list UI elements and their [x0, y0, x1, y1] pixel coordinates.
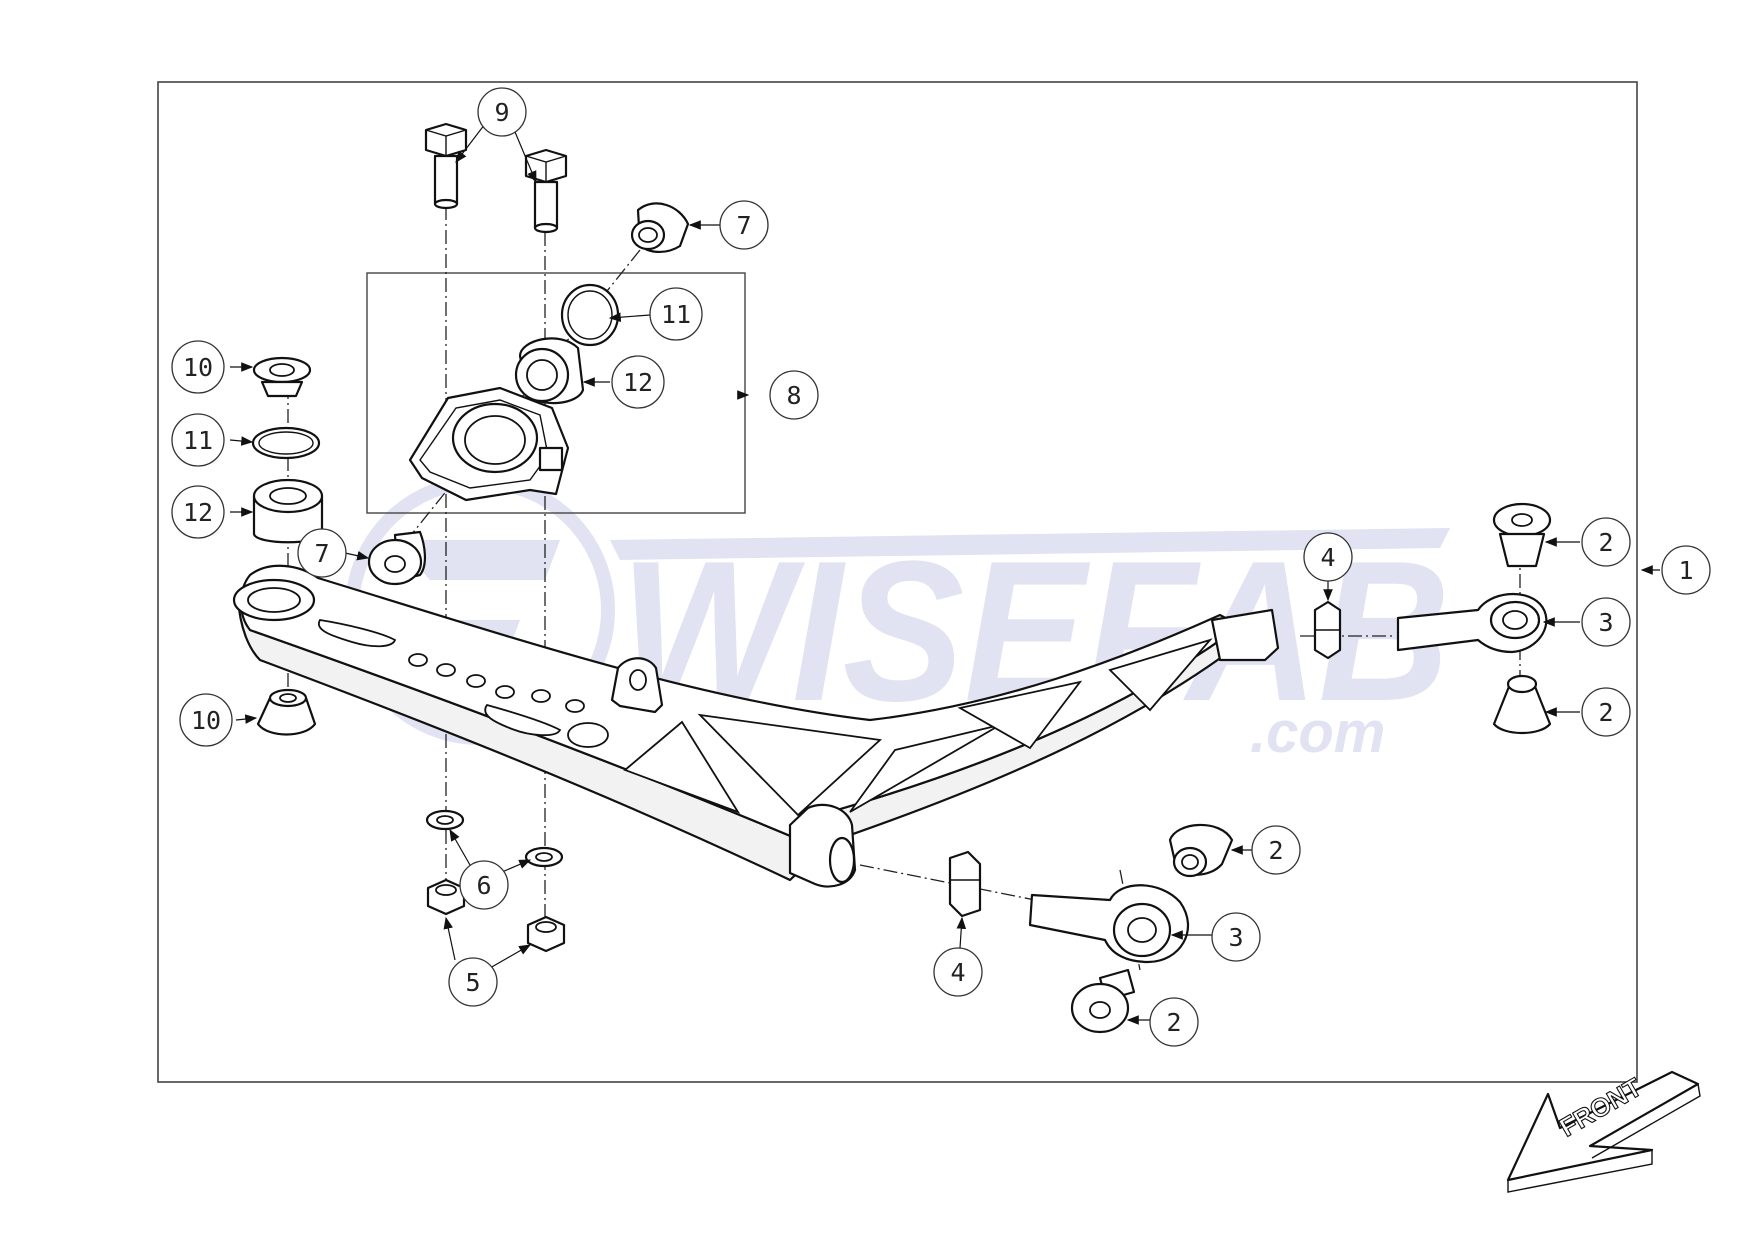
arm-tab-hole	[629, 669, 647, 691]
arm-slot-1	[317, 619, 397, 648]
arm-hole	[565, 699, 585, 713]
callout-7-upper: 7	[719, 200, 769, 250]
callout-12-left: 12	[171, 485, 225, 539]
washer-left	[425, 809, 465, 831]
callout-3-rear: 3	[1581, 597, 1631, 647]
arm-hole	[495, 685, 515, 699]
arm-hole	[466, 674, 486, 688]
callout-11-left: 11	[171, 413, 225, 467]
svg-text:3: 3	[1598, 608, 1613, 637]
callout-2-rear-top: 2	[1581, 517, 1631, 567]
callout-10-bottom: 10	[179, 693, 233, 747]
arm-pocket-2	[697, 713, 883, 817]
svg-text:4: 4	[950, 958, 965, 987]
arm-pocket-5	[1108, 638, 1213, 712]
svg-text:8: 8	[786, 381, 801, 410]
svg-text:2: 2	[1166, 1008, 1181, 1037]
nut-right	[526, 915, 566, 953]
callout-9: 9	[477, 87, 527, 137]
rod-end-front	[1028, 884, 1190, 964]
callout-1: 1	[1661, 545, 1711, 595]
watermark-domain: .com	[1250, 700, 1385, 765]
spacer-bottom-left	[256, 688, 317, 736]
svg-text:10: 10	[183, 353, 213, 382]
svg-text:12: 12	[183, 498, 213, 527]
svg-text:3: 3	[1228, 923, 1243, 952]
callout-7-lower: 7	[297, 528, 347, 578]
bearing-housing	[408, 386, 570, 502]
control-arm	[232, 564, 1280, 888]
arm-front-boss-face	[828, 836, 856, 884]
svg-text:2: 2	[1598, 528, 1613, 557]
svg-text:2: 2	[1598, 698, 1613, 727]
spherical-bearing-upper	[514, 337, 585, 405]
arm-rear-boss	[1210, 608, 1280, 662]
spacer-rear-top	[1492, 502, 1552, 568]
arm-hole	[531, 689, 551, 703]
callout-3-front: 3	[1211, 912, 1261, 962]
watermark-swoosh	[610, 528, 1450, 560]
svg-text:1: 1	[1678, 556, 1693, 585]
spacer-upper	[630, 202, 690, 253]
housing-clamp-tab	[538, 446, 564, 472]
svg-text:2: 2	[1268, 836, 1283, 865]
callout-5: 5	[448, 957, 498, 1007]
washer-right	[524, 846, 564, 868]
callout-10-top: 10	[171, 340, 225, 394]
callout-2-front-bottom: 2	[1149, 997, 1199, 1047]
svg-text:11: 11	[183, 426, 213, 455]
spacer-rear-bottom	[1492, 674, 1552, 734]
arm-pocket-3	[849, 724, 1001, 813]
callout-8: 8	[769, 370, 819, 420]
circlip-left	[251, 426, 321, 460]
circlip-upper	[560, 283, 620, 347]
arm-slot-2	[484, 703, 562, 737]
rod-end-rear	[1396, 592, 1548, 654]
bolt-left	[424, 122, 468, 210]
spherical-bearing-left	[252, 478, 324, 544]
callout-6: 6	[459, 860, 509, 910]
arm-hole	[436, 663, 456, 677]
nut-left	[426, 878, 466, 916]
svg-text:7: 7	[736, 211, 751, 240]
svg-text:5: 5	[465, 968, 480, 997]
callout-2-front-top: 2	[1251, 825, 1301, 875]
control-arm-pivot-hole	[247, 587, 301, 613]
bolt-right	[524, 148, 568, 234]
front-direction-arrow: FRONT	[1506, 1070, 1701, 1193]
jam-nut-front	[948, 850, 982, 918]
callout-12-upper: 12	[611, 355, 665, 409]
arm-hole	[408, 653, 428, 667]
spacer-front-bottom	[1070, 968, 1136, 1034]
callout-4-rear: 4	[1303, 532, 1353, 582]
svg-text:4: 4	[1320, 543, 1335, 572]
svg-text:9: 9	[494, 98, 509, 127]
assembly-frame	[157, 81, 1638, 1083]
jam-nut-rear	[1313, 600, 1342, 660]
arm-pocket-1	[623, 720, 741, 814]
callout-11-upper: 11	[649, 287, 703, 341]
spacer-lower	[367, 530, 426, 586]
svg-text:10: 10	[191, 706, 221, 735]
svg-text:11: 11	[661, 300, 691, 329]
callout-2-rear-bottom: 2	[1581, 687, 1631, 737]
callout-4-front: 4	[933, 947, 983, 997]
svg-text:7: 7	[314, 539, 329, 568]
arm-hole-large	[567, 722, 609, 748]
spacer-front-top	[1168, 823, 1234, 878]
spacer-top-left	[252, 356, 312, 398]
housing-bore-inner	[464, 415, 526, 465]
svg-text:12: 12	[623, 368, 653, 397]
svg-text:6: 6	[476, 871, 491, 900]
arm-pocket-4	[957, 680, 1083, 750]
